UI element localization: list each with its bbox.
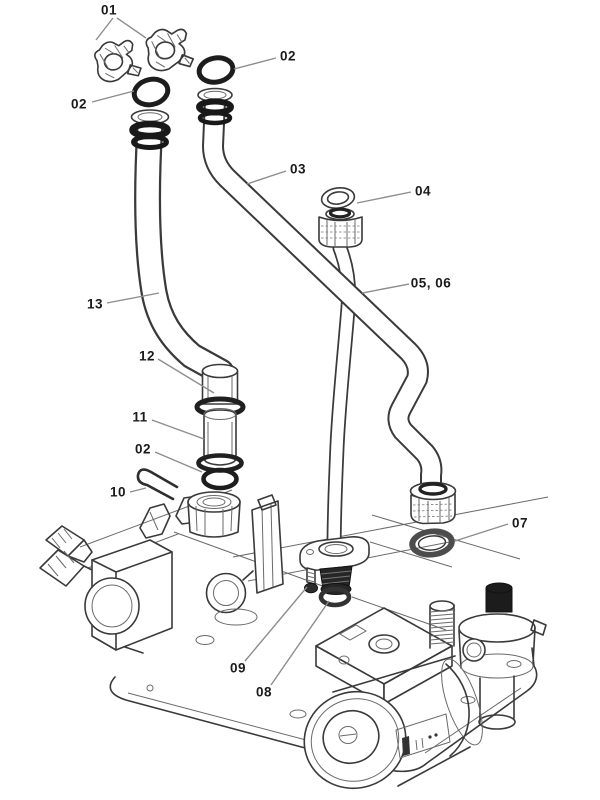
retaining-clip-right: [145, 28, 195, 72]
union-nut-top: [318, 207, 363, 248]
screw-09: [304, 567, 318, 594]
pipe-13: [129, 109, 235, 386]
pipe-03: [196, 87, 443, 503]
callout-13: 13: [86, 296, 104, 312]
callout-01: 01: [100, 2, 118, 18]
callout-10: 10: [109, 484, 127, 500]
elbow-fitting: [205, 570, 258, 626]
coupling-12: [194, 363, 246, 418]
air-vent-valve: [458, 582, 547, 730]
hydraulic-assembly: [39, 489, 549, 790]
o-ring-02-middle: [201, 467, 239, 491]
callout-07: 07: [511, 515, 529, 531]
callout-11: 11: [132, 409, 148, 425]
valve-motor: [84, 539, 173, 651]
callout-12: 12: [138, 348, 156, 364]
washer-04: [320, 187, 356, 209]
cable-connectors: [39, 525, 101, 587]
o-ring-02-left: [131, 76, 171, 108]
callout-03: 03: [289, 161, 307, 177]
callout-02-middle: 02: [134, 441, 152, 457]
callout-02-left: 02: [70, 96, 88, 112]
callout-02-right: 02: [279, 48, 297, 64]
pump-body: [303, 655, 483, 790]
base-plate: [91, 606, 538, 773]
callout-09: 09: [229, 660, 247, 676]
washer-07: [409, 528, 455, 558]
bracket-column: [251, 494, 284, 594]
sleeve-11: [196, 408, 244, 473]
callout-04: 04: [414, 183, 432, 199]
callout-05-06: 05, 06: [410, 275, 452, 291]
o-ring-02-right: [196, 55, 236, 85]
callout-08: 08: [255, 684, 273, 700]
o-ring-08: [318, 586, 352, 608]
pump-junction-box: [315, 607, 453, 705]
ribbed-coupling: [429, 600, 455, 649]
port-socket: [187, 491, 241, 538]
union-nut-bottom: [409, 481, 457, 525]
leader-lines: [91, 17, 509, 686]
retaining-clip-left: [94, 39, 142, 83]
u-pin-10: [136, 468, 179, 501]
